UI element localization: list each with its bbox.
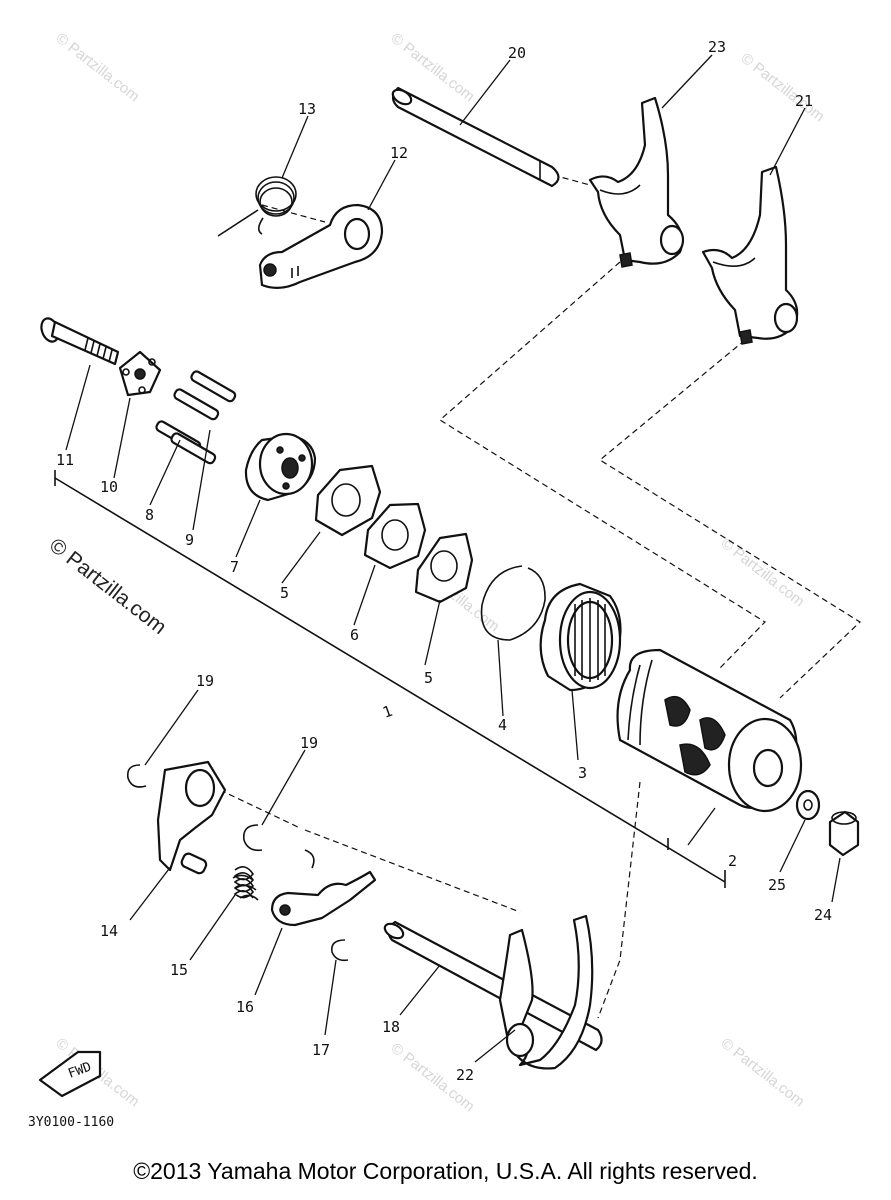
shift-fork-22 (498, 914, 594, 1070)
callout-18: 18 (382, 1018, 400, 1036)
circlip-17 (330, 939, 349, 962)
cam-plate-6 (363, 502, 427, 570)
plate-10 (118, 350, 162, 397)
shift-fork-guide-bar (391, 86, 560, 188)
fwd-arrow-icon: FWD (38, 1050, 102, 1098)
leader-lines (65, 54, 841, 1063)
callout-22: 22 (456, 1066, 474, 1084)
watermark-text: © Partzilla.com (718, 535, 808, 611)
cam-plate-5a (314, 464, 382, 537)
callout-19a: 19 (196, 672, 214, 690)
torsion-spring-13 (217, 176, 297, 237)
watermark-text: © Partzilla.com (718, 1035, 808, 1111)
callout-14: 14 (100, 922, 118, 940)
callout-3: 3 (578, 764, 587, 782)
shift-fork-21 (701, 165, 799, 345)
pins-8 (155, 420, 217, 465)
callout-17: 17 (312, 1041, 330, 1059)
callout-24: 24 (814, 906, 832, 924)
callout-13: 13 (298, 100, 316, 118)
diagram-code: 3Y0100-1160 (28, 1115, 114, 1130)
assembly-axis (54, 470, 726, 888)
plug-24 (828, 810, 860, 857)
callout-5a: 5 (280, 584, 289, 602)
alignment-lines (219, 174, 861, 1019)
callout-19b: 19 (300, 734, 318, 752)
shift-fork-23 (588, 96, 685, 268)
callout-10: 10 (100, 478, 118, 496)
shift-drum-2 (616, 648, 803, 813)
circlip-19a (126, 764, 147, 788)
callout-5b: 5 (424, 669, 433, 687)
callout-20: 20 (508, 44, 526, 62)
circlip-19b (242, 824, 263, 852)
callout-labels: 1 2 3 4 5 5 6 7 8 9 10 11 12 13 14 15 16… (56, 38, 832, 1084)
copyright-notice: ©2013 Yamaha Motor Corporation, U.S.A. A… (133, 1158, 758, 1184)
callout-15: 15 (170, 961, 188, 979)
watermark-main: © Partzilla.com (45, 534, 171, 639)
watermark-text: © Partzilla.com (53, 30, 143, 106)
callout-6: 6 (350, 626, 359, 644)
callout-16: 16 (236, 998, 254, 1016)
callout-23: 23 (708, 38, 726, 56)
callout-21: 21 (795, 92, 813, 110)
callout-7: 7 (230, 558, 239, 576)
callout-12: 12 (390, 144, 408, 162)
callout-2: 2 (728, 852, 737, 870)
circlip-4 (480, 565, 546, 641)
shift-shaft-18 (383, 920, 603, 1052)
bolt-11 (40, 317, 120, 366)
shift-lever-16 (270, 849, 377, 927)
callout-25: 25 (768, 876, 786, 894)
callout-11: 11 (56, 451, 74, 469)
callout-8: 8 (145, 506, 154, 524)
cam-plate-5b (414, 532, 474, 604)
watermark-text: © Partzilla.com (738, 50, 828, 126)
callout-9: 9 (185, 531, 194, 549)
callout-1: 1 (380, 702, 395, 722)
callout-4: 4 (498, 716, 507, 734)
bearing-3 (539, 582, 622, 692)
stopper-lever-12 (258, 203, 384, 289)
pins-9 (173, 370, 237, 421)
return-spring-15 (232, 866, 259, 901)
shift-arm-14 (156, 760, 227, 875)
washer-25 (795, 789, 821, 821)
shift-drum-segment-7 (244, 432, 317, 502)
